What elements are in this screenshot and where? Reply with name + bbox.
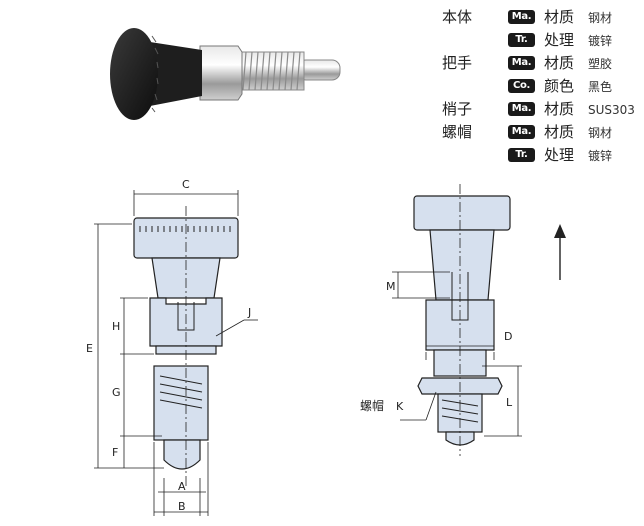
spec-part: 本体 [442, 8, 473, 26]
spec-value: 黑色 [588, 80, 613, 94]
spec-badge: Co. [508, 79, 535, 93]
spec-attr: 处理 [544, 146, 575, 164]
spec-row: Tr. 处理 镀锌 [436, 144, 642, 167]
dim-label-k: K [396, 400, 404, 413]
up-arrow-icon [554, 224, 566, 280]
spec-badge: Tr. [508, 33, 535, 47]
spec-value: 钢材 [588, 126, 613, 140]
spec-badge: Ma. [508, 10, 535, 24]
spec-row: Tr. 处理 镀锌 [436, 29, 642, 52]
spec-value: 镀锌 [588, 149, 613, 163]
drawing-retracted: C E H G F A B J [86, 178, 258, 516]
spec-value: 塑胶 [588, 57, 613, 71]
dim-label-e: E [86, 342, 93, 355]
dim-label-g: G [112, 386, 121, 399]
spec-attr: 处理 [544, 31, 575, 49]
spec-row: Co. 颜色 黑色 [436, 75, 642, 98]
dim-label-d: D [504, 330, 512, 343]
dim-label-j: J [247, 306, 251, 319]
spec-attr: 材质 [544, 123, 575, 141]
knob-outline [413, 195, 511, 231]
knurled-knob [110, 28, 158, 120]
dim-label-c: C [182, 178, 190, 191]
knurl-lines [139, 226, 231, 232]
product-photo [110, 28, 341, 120]
spec-attr: 颜色 [544, 77, 575, 95]
sleeve-outline [153, 365, 209, 441]
spec-badge: Ma. [508, 102, 535, 116]
nut-label: 螺帽 [360, 398, 384, 413]
hex-collar [199, 45, 243, 101]
pin-tip-outline [163, 439, 201, 470]
handle-neck [150, 42, 202, 106]
spec-attr: 材质 [544, 100, 575, 118]
spec-row: 螺帽 Ma. 材质 钢材 [436, 121, 642, 144]
spec-table: 本体 Ma. 材质 钢材 Tr. 处理 镀锌 把手 Ma. 材质 塑胶 Co. … [436, 6, 642, 167]
spec-row: 把手 Ma. 材质 塑胶 [436, 52, 642, 75]
spec-attr: 材质 [544, 54, 575, 72]
spec-row: 本体 Ma. 材质 钢材 [436, 6, 642, 29]
dim-label-b: B [178, 500, 186, 513]
spec-part: 梢子 [442, 100, 473, 118]
spec-value: 钢材 [588, 11, 613, 25]
spec-badge: Ma. [508, 125, 535, 139]
spec-value: 镀锌 [588, 34, 613, 48]
dim-label-m: M [386, 280, 396, 293]
dim-label-l: L [506, 396, 513, 409]
drawing-extended: M D L 螺帽 K [360, 184, 522, 456]
spec-value: SUS303 [588, 103, 635, 117]
spec-part: 把手 [442, 54, 473, 72]
spec-badge: Ma. [508, 56, 535, 70]
dim-label-h: H [112, 320, 120, 333]
neck-outline [429, 229, 495, 301]
dim-label-f: F [112, 446, 118, 459]
spec-attr: 材质 [544, 8, 575, 26]
dim-label-a: A [178, 480, 186, 493]
spec-part: 螺帽 [442, 123, 473, 141]
spec-row: 梢子 Ma. 材质 SUS303 [436, 98, 642, 121]
spec-badge: Tr. [508, 148, 535, 162]
